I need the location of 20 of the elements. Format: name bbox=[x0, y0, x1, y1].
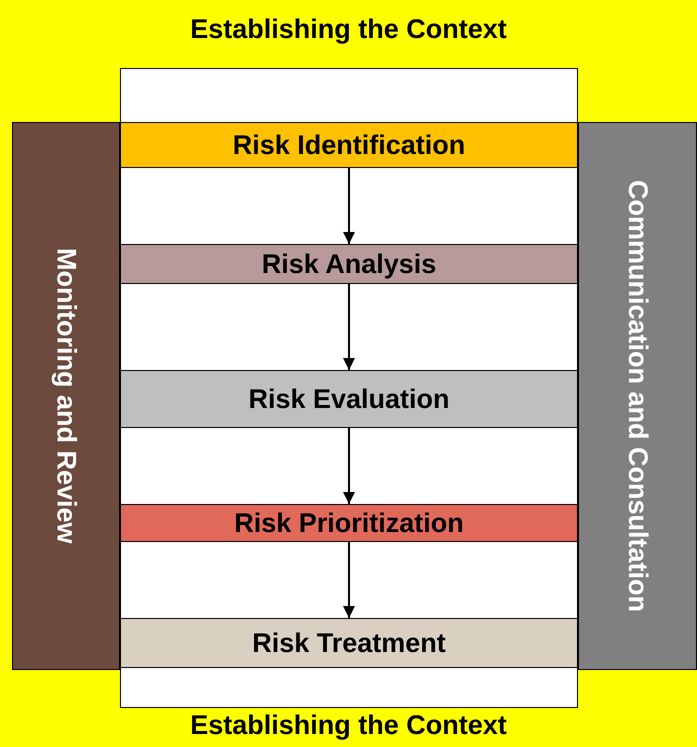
step-label: Risk Analysis bbox=[262, 248, 436, 280]
arrow bbox=[343, 542, 355, 618]
section-heading: Establishing the Context bbox=[190, 710, 507, 741]
band-label: Monitoring and Review bbox=[50, 248, 82, 544]
section-heading: Establishing the Context bbox=[190, 14, 507, 45]
step-label: Risk Prioritization bbox=[234, 508, 464, 538]
side-band bbox=[12, 122, 120, 670]
process-bar bbox=[120, 504, 578, 542]
arrow bbox=[343, 168, 355, 244]
process-bar bbox=[120, 370, 578, 428]
step-label: Risk Identification bbox=[232, 130, 466, 160]
process-bar bbox=[120, 122, 578, 168]
step-label: Risk Evaluation bbox=[248, 384, 450, 414]
band-label: Communication and Consultation bbox=[622, 180, 653, 612]
process-bar bbox=[120, 244, 578, 284]
side-band bbox=[578, 122, 697, 670]
process-bar bbox=[120, 618, 578, 668]
arrow bbox=[343, 428, 355, 504]
step-label: Risk Treatment bbox=[252, 628, 446, 658]
arrow bbox=[343, 284, 355, 370]
